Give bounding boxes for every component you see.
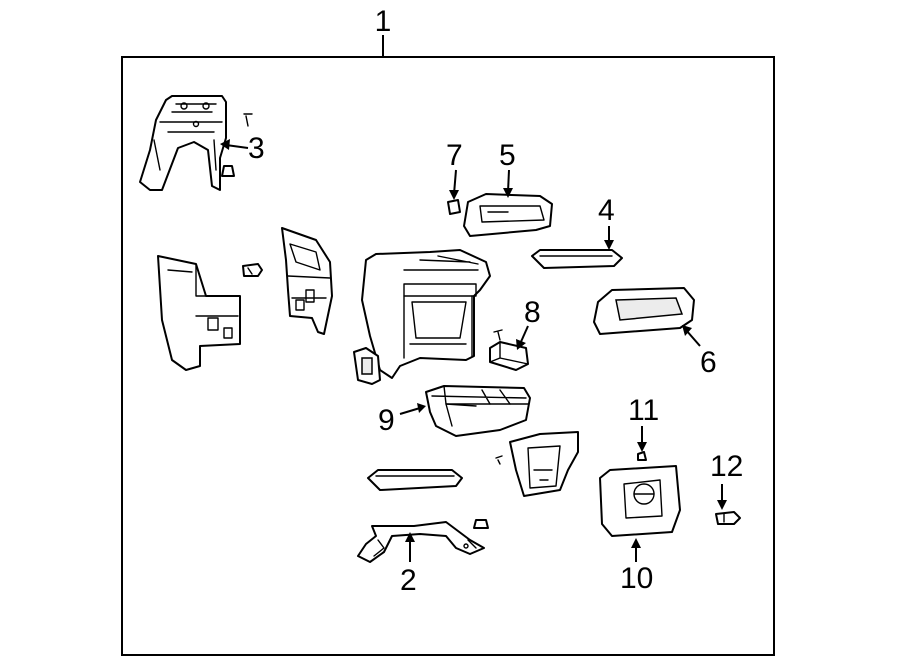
- latch-block-part[interactable]: [489, 329, 529, 371]
- callout-12-group: 12: [710, 450, 743, 510]
- storage-tray-part[interactable]: [425, 385, 531, 437]
- left-side-panel[interactable]: [157, 255, 241, 371]
- callout-1[interactable]: 1: [375, 5, 392, 38]
- tray-pad-part[interactable]: [531, 249, 623, 269]
- callout-9[interactable]: 9: [378, 404, 395, 437]
- retainer-part[interactable]: [637, 451, 647, 461]
- callout-12[interactable]: 12: [710, 450, 743, 483]
- callout-7[interactable]: 7: [446, 139, 463, 172]
- callout-7-group: 7: [446, 139, 463, 200]
- bezel-part[interactable]: [599, 465, 681, 537]
- callout-5-group: 5: [499, 139, 516, 198]
- assembly-frame: [121, 56, 775, 656]
- small-clip-part[interactable]: [242, 263, 263, 277]
- callout-4-group: 4: [598, 194, 615, 250]
- clip-part[interactable]: [715, 511, 741, 525]
- callout-10[interactable]: 10: [620, 562, 653, 595]
- latch-part[interactable]: [447, 199, 461, 215]
- rear-bracket-part[interactable]: [139, 95, 253, 191]
- callout-6[interactable]: 6: [700, 346, 717, 379]
- callout-3-group: 3: [220, 132, 265, 165]
- shifter-housing-part[interactable]: [495, 431, 579, 497]
- armrest-lid-part[interactable]: [593, 287, 695, 335]
- callout-8[interactable]: 8: [524, 296, 541, 329]
- lower-tray-part[interactable]: [367, 469, 463, 491]
- console-bezel-piece[interactable]: [353, 347, 381, 385]
- callout-5[interactable]: 5: [499, 139, 516, 172]
- callout-2-group: 2: [400, 532, 417, 597]
- mounting-bracket-part[interactable]: [357, 519, 489, 563]
- callout-11-group: 11: [628, 394, 659, 452]
- callout-11[interactable]: 11: [628, 394, 659, 427]
- callout-6-group: 6: [682, 325, 717, 379]
- lid-insert-part[interactable]: [463, 193, 553, 237]
- callout-9-group: 9: [378, 403, 426, 437]
- callout-4[interactable]: 4: [598, 194, 615, 227]
- callout-2[interactable]: 2: [400, 564, 417, 597]
- callout-3[interactable]: 3: [248, 132, 265, 165]
- center-bracket-part[interactable]: [281, 227, 333, 335]
- callout-10-group: 10: [620, 538, 653, 595]
- callout-8-group: 8: [516, 296, 541, 350]
- console-body[interactable]: [361, 249, 491, 379]
